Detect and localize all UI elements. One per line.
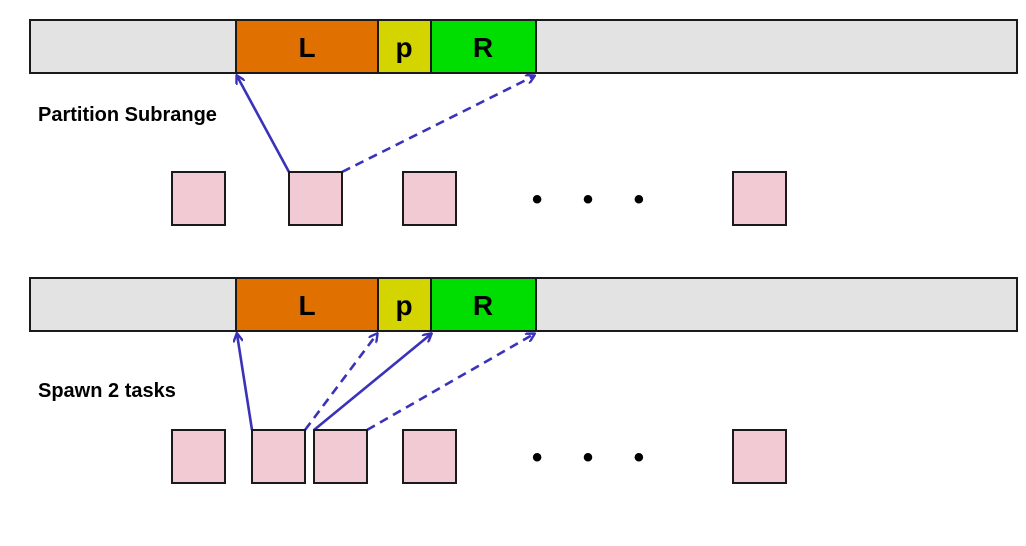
task-box [171,171,226,226]
caption-partition-subrange: Partition Subrange [38,104,217,126]
task-box [402,171,457,226]
arrow-to-right-end [341,76,534,174]
right-segment [430,19,537,74]
left-segment-label: L [298,290,315,321]
left-segment [235,19,379,74]
panel-partition-subrange: L p R Partition Subrange • • • [29,19,1018,226]
pivot-segment [377,19,432,74]
task-box-active [288,171,343,226]
right-segment-label: R [473,32,493,63]
arrow-task2-to-right-end [366,334,534,432]
left-segment-label: L [298,32,315,63]
task-box [402,429,457,484]
arrow-task2-to-right-start [313,334,431,432]
task-box-left-child [251,429,306,484]
caption-spawn-2-tasks: Spawn 2 tasks [38,380,176,402]
arrow-to-left-start [237,76,291,173]
panel-spawn-2-tasks: L p R Spawn 2 tasks • • • [29,277,1018,484]
task-box-right-child [313,429,368,484]
task-box [171,429,226,484]
ellipsis: • • • [532,183,660,216]
task-box [732,429,787,484]
pivot-segment-label: p [395,290,412,321]
pivot-segment [377,277,432,332]
arrow-task1-to-left-start [237,334,254,431]
left-segment [235,277,379,332]
right-segment [430,277,537,332]
arrow-task1-to-left-end [303,334,377,431]
ellipsis: • • • [532,441,660,474]
pivot-segment-label: p [395,32,412,63]
task-box [732,171,787,226]
right-segment-label: R [473,290,493,321]
